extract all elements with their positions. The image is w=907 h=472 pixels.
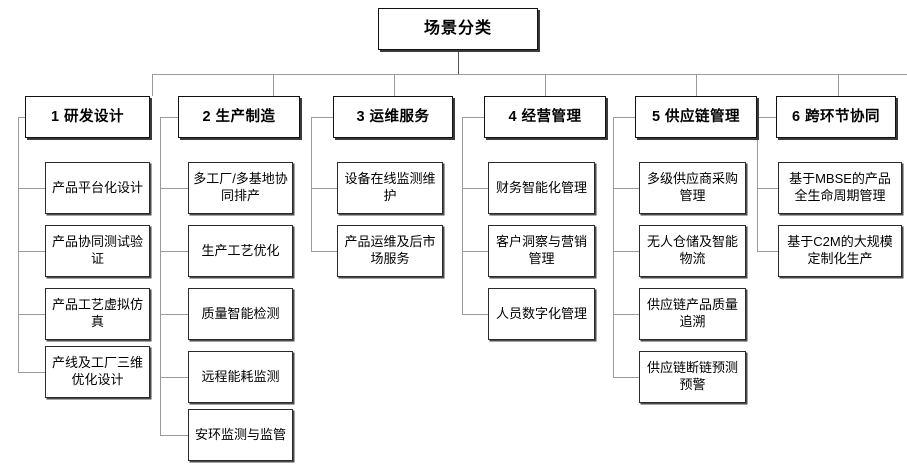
- connector-spine-2: [160, 117, 161, 435]
- connector-stub-1-4: [18, 372, 45, 373]
- category-header-4[interactable]: 4 经营管理: [484, 96, 606, 138]
- connector-spine-6: [757, 117, 758, 251]
- leaf-item-4-2[interactable]: 客户洞察与营销管理: [488, 225, 595, 277]
- leaf-item-5-4-label: 供应链断链预测预警: [646, 360, 738, 392]
- connector-stub-3-2: [311, 251, 337, 252]
- leaf-item-2-3-label: 质量智能检测: [201, 305, 280, 321]
- leaf-item-4-1[interactable]: 财务智能化管理: [488, 162, 595, 214]
- category-header-6-label: 6 跨环节协同: [791, 108, 881, 125]
- leaf-item-2-3[interactable]: 质量智能检测: [188, 288, 293, 340]
- leaf-item-5-1[interactable]: 多级供应商采购管理: [639, 162, 746, 214]
- leaf-item-6-1-label: 基于MBSE的产品全生命周期管理: [789, 171, 891, 203]
- connector-drop-4: [545, 74, 546, 96]
- connector-spine-5: [613, 117, 614, 377]
- leaf-item-2-4[interactable]: 远程能耗监测: [188, 351, 293, 403]
- leaf-item-3-1[interactable]: 设备在线监测维护: [337, 162, 443, 214]
- leaf-item-5-3-label: 供应链产品质量追溯: [646, 297, 738, 329]
- connector-stub-5-3: [613, 314, 639, 315]
- category-header-5[interactable]: 5 供应链管理: [635, 96, 757, 138]
- leaf-item-5-2[interactable]: 无人仓储及智能物流: [639, 225, 746, 277]
- connector-stub-2-1: [160, 188, 188, 189]
- leaf-item-5-2-label: 无人仓储及智能物流: [646, 234, 738, 266]
- connector-stub-3-1: [311, 188, 337, 189]
- leaf-item-2-1[interactable]: 多工厂/多基地协同排产: [188, 162, 293, 214]
- leaf-item-1-1[interactable]: 产品平台化设计: [45, 162, 150, 214]
- connector-spine-top-3: [311, 117, 333, 118]
- leaf-item-1-2-label: 产品协同测试验证: [51, 234, 143, 266]
- connector-stub-4-3: [462, 314, 488, 315]
- connector-stub-2-2: [160, 251, 188, 252]
- connector-spine-top-6: [757, 117, 776, 118]
- connector-stub-5-2: [613, 251, 639, 252]
- category-header-5-label: 5 供应链管理: [651, 108, 741, 125]
- connector-drop-1: [152, 74, 153, 96]
- category-header-3[interactable]: 3 运维服务: [333, 96, 453, 138]
- connector-stub-1-3: [18, 314, 45, 315]
- connector-root-stem: [458, 50, 459, 74]
- leaf-item-2-2-label: 生产工艺优化: [201, 242, 280, 258]
- leaf-item-4-2-label: 客户洞察与营销管理: [495, 234, 587, 266]
- connector-bus: [152, 74, 907, 75]
- root-node-label: 场景分类: [423, 19, 492, 37]
- leaf-item-5-1-label: 多级供应商采购管理: [646, 171, 738, 203]
- connector-spine-top-4: [462, 117, 484, 118]
- connector-stub-5-1: [613, 188, 639, 189]
- leaf-item-6-2[interactable]: 基于C2M的大规模定制化生产: [778, 225, 902, 277]
- connector-drop-2: [273, 74, 274, 96]
- category-header-1-label: 1 研发设计: [50, 108, 125, 125]
- leaf-item-4-3-label: 人员数字化管理: [495, 305, 587, 321]
- connector-stub-2-3: [160, 314, 188, 315]
- connector-stub-1-2: [18, 251, 45, 252]
- connector-stub-5-4: [613, 377, 639, 378]
- category-header-2-label: 2 生产制造: [202, 108, 276, 125]
- category-header-4-label: 4 经营管理: [508, 108, 582, 125]
- leaf-item-1-1-label: 产品平台化设计: [51, 179, 143, 195]
- category-header-1[interactable]: 1 研发设计: [25, 96, 150, 138]
- leaf-item-3-1-label: 设备在线监测维护: [344, 171, 436, 203]
- leaf-item-2-5-label: 安环监测与监管: [194, 426, 286, 442]
- connector-stub-1-1: [18, 188, 45, 189]
- connector-drop-6: [838, 74, 839, 96]
- leaf-item-1-3[interactable]: 产品工艺虚拟仿真: [45, 288, 150, 340]
- leaf-item-3-2-label: 产品运维及后市场服务: [344, 234, 436, 266]
- category-header-2[interactable]: 2 生产制造: [178, 96, 300, 138]
- leaf-item-5-4[interactable]: 供应链断链预测预警: [639, 351, 746, 403]
- connector-spine-4: [462, 117, 463, 314]
- connector-drop-3: [394, 74, 395, 96]
- leaf-item-1-4-label: 产线及工厂三维优化设计: [51, 355, 143, 387]
- connector-spine-1: [18, 117, 19, 372]
- category-header-6[interactable]: 6 跨环节协同: [776, 96, 896, 138]
- connector-stub-2-4: [160, 377, 188, 378]
- leaf-item-5-3[interactable]: 供应链产品质量追溯: [639, 288, 746, 340]
- leaf-item-2-4-label: 远程能耗监测: [201, 368, 280, 384]
- connector-stub-2-5: [160, 435, 188, 436]
- connector-stub-4-1: [462, 188, 488, 189]
- leaf-item-1-3-label: 产品工艺虚拟仿真: [51, 297, 143, 329]
- leaf-item-3-2[interactable]: 产品运维及后市场服务: [337, 225, 443, 277]
- connector-drop-5: [696, 74, 697, 96]
- connector-spine-3: [311, 117, 312, 251]
- connector-stub-6-2: [757, 251, 778, 252]
- leaf-item-6-2-label: 基于C2M的大规模定制化生产: [787, 234, 893, 266]
- leaf-item-4-1-label: 财务智能化管理: [495, 179, 587, 195]
- leaf-item-2-1-label: 多工厂/多基地协同排产: [193, 171, 288, 203]
- connector-stub-4-2: [462, 251, 488, 252]
- connector-stub-6-1: [757, 188, 778, 189]
- category-header-3-label: 3 运维服务: [356, 108, 430, 125]
- leaf-item-6-1[interactable]: 基于MBSE的产品全生命周期管理: [778, 162, 902, 214]
- root-node[interactable]: 场景分类: [378, 8, 538, 50]
- leaf-item-2-2[interactable]: 生产工艺优化: [188, 225, 293, 277]
- leaf-item-4-3[interactable]: 人员数字化管理: [488, 288, 595, 340]
- leaf-item-2-5[interactable]: 安环监测与监管: [188, 409, 293, 461]
- leaf-item-1-4[interactable]: 产线及工厂三维优化设计: [45, 346, 150, 398]
- connector-spine-top-5: [613, 117, 635, 118]
- leaf-item-1-2[interactable]: 产品协同测试验证: [45, 225, 150, 277]
